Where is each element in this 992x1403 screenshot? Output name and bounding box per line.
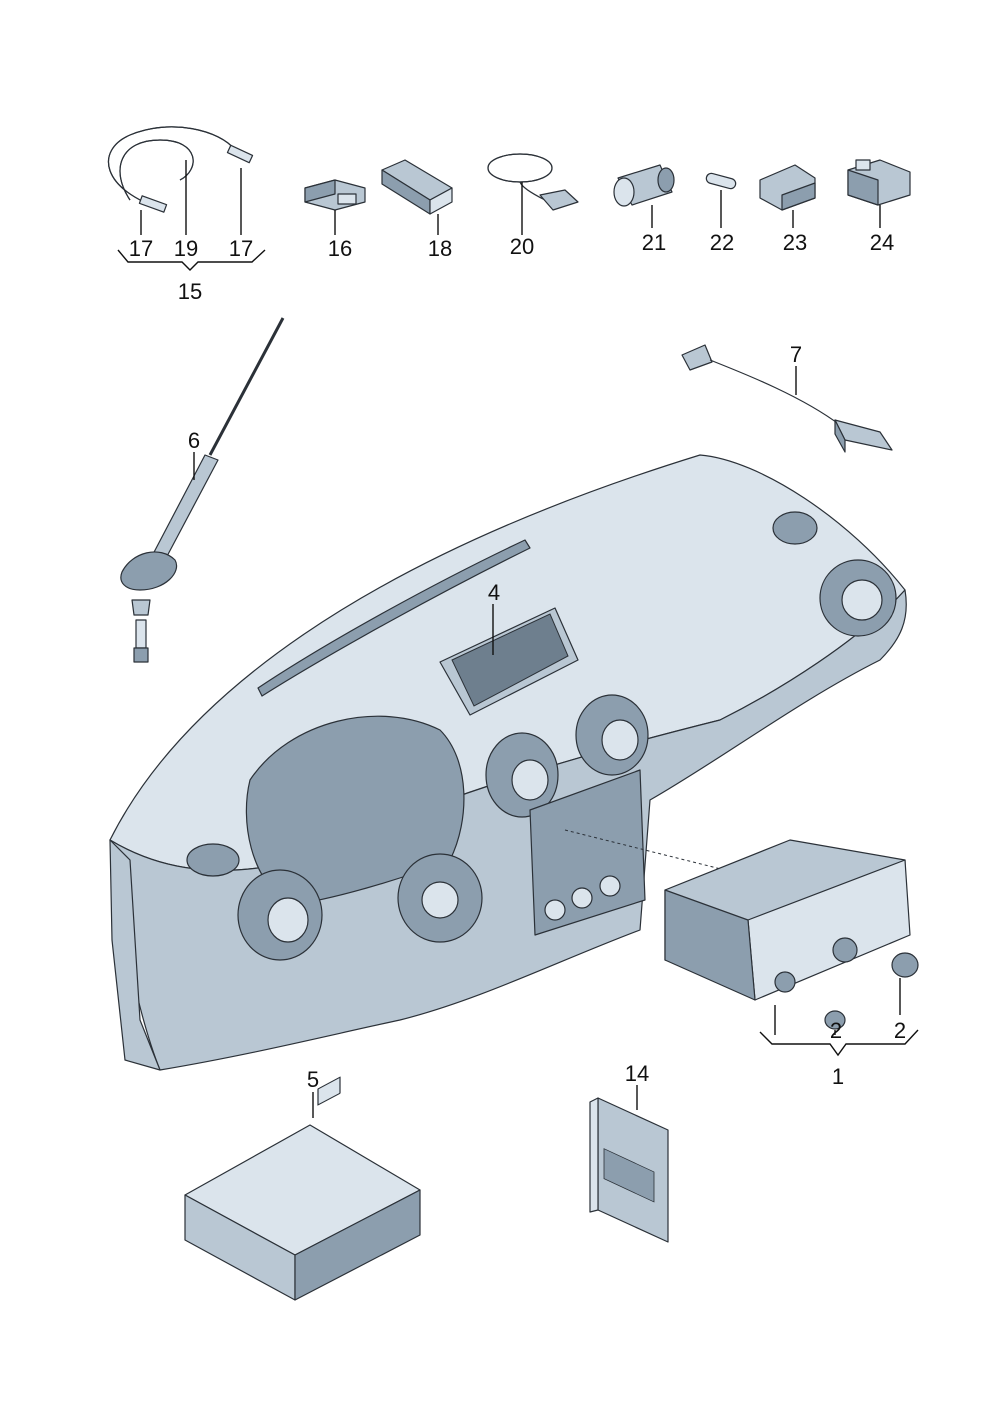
callout-24: 24	[870, 230, 894, 255]
plug-part-22	[705, 172, 737, 190]
vent-center-right	[575, 694, 649, 776]
vent-center-left	[485, 732, 559, 818]
callout-4: 4	[488, 580, 500, 605]
antenna-cable	[681, 344, 893, 453]
callout-2-right: 2	[894, 1018, 906, 1043]
owners-manual	[589, 1097, 669, 1243]
callout-2-left: 2	[830, 1018, 842, 1043]
dashboard	[109, 454, 907, 1071]
callout-labels: 17 19 17 15 16 18 20 21 22 23 24 6 7 4 2…	[129, 230, 906, 1092]
center-display	[439, 607, 579, 716]
callout-16: 16	[328, 236, 352, 261]
callout-14: 14	[625, 1061, 649, 1086]
vent-top-right	[772, 511, 818, 545]
connector-part-18	[381, 159, 453, 215]
callout-6: 6	[188, 428, 200, 453]
cap-part-23	[759, 164, 816, 211]
callout-7: 7	[790, 342, 802, 367]
vent-right	[819, 559, 897, 637]
callout-17-left: 17	[129, 236, 153, 261]
vent-left	[237, 869, 323, 961]
callout-17-right: 17	[229, 236, 253, 261]
vent-top-left	[186, 843, 240, 877]
callout-18: 18	[428, 236, 452, 261]
coiled-antenna-cable	[107, 126, 254, 213]
callout-21: 21	[642, 230, 666, 255]
callout-22: 22	[710, 230, 734, 255]
knob-small	[824, 1010, 846, 1030]
roll-part-21	[613, 164, 675, 207]
callout-19: 19	[174, 236, 198, 261]
leader-lines	[117, 160, 919, 1118]
connector-part-16	[304, 179, 366, 211]
radio-unit	[664, 839, 911, 1001]
callout-15: 15	[178, 279, 202, 304]
callout-1: 1	[832, 1064, 844, 1089]
ring-connector-part-20	[487, 153, 579, 211]
callout-20: 20	[510, 234, 534, 259]
rod-antenna	[120, 317, 285, 663]
navigation-control-unit	[184, 1076, 421, 1301]
connector-part-24	[847, 159, 911, 206]
knob-large	[891, 952, 919, 978]
steering-column	[397, 853, 483, 943]
callout-5: 5	[307, 1067, 319, 1092]
callout-23: 23	[783, 230, 807, 255]
